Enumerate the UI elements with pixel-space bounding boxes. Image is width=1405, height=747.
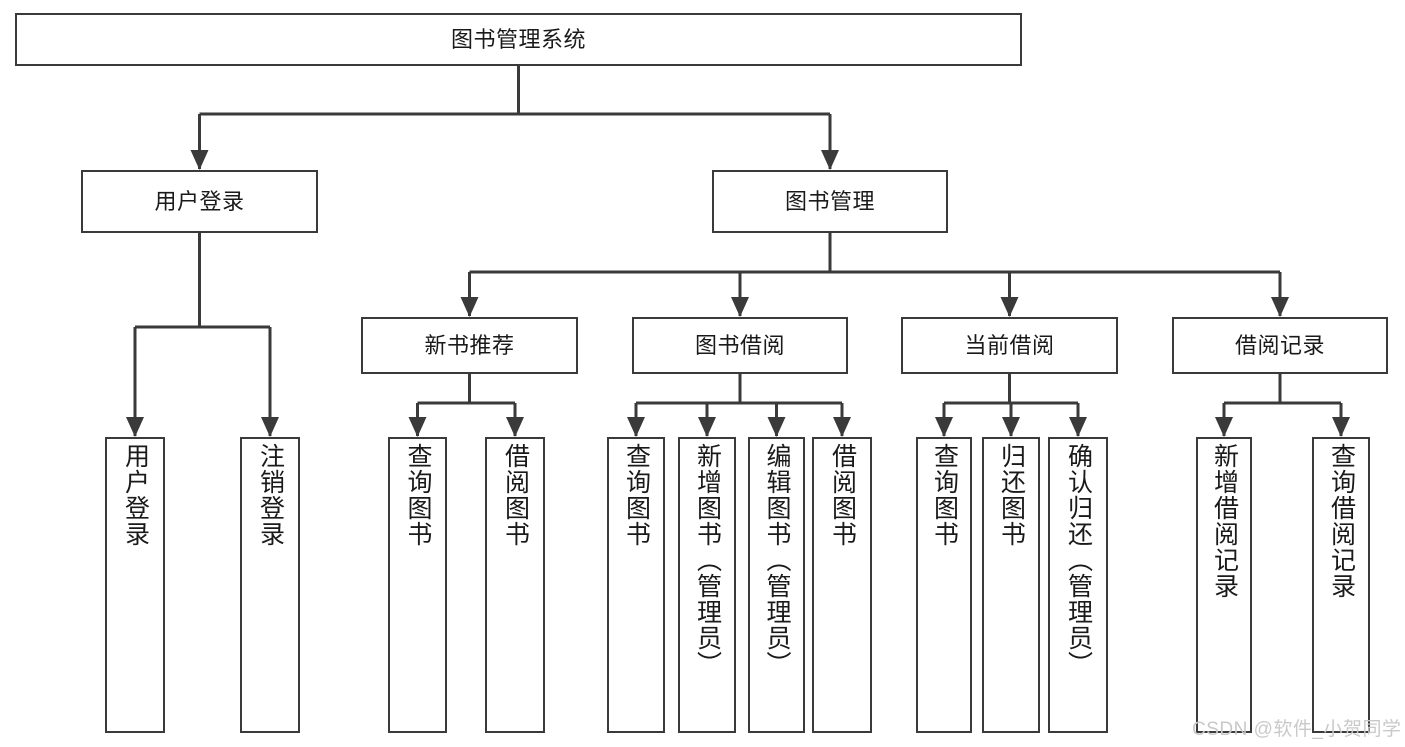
node-leaf-cu-confirm[interactable]: 确认归还（管理员） xyxy=(1048,437,1108,733)
node-leaf-user-login[interactable]: 用户登录 xyxy=(105,437,165,733)
node-label-leaf-cu-query: 查询图书 xyxy=(930,443,959,547)
node-leaf-bo-query[interactable]: 查询图书 xyxy=(607,437,665,733)
connector-arrowhead xyxy=(833,417,851,437)
connector-arrowhead xyxy=(1000,297,1019,317)
node-leaf-bo-borrow[interactable]: 借阅图书 xyxy=(812,437,872,733)
node-leaf-nb-query[interactable]: 查询图书 xyxy=(388,437,447,733)
node-label-records: 借阅记录 xyxy=(1234,332,1325,358)
node-label-leaf-user-logout: 注销登录 xyxy=(256,443,285,547)
connector-arrowhead xyxy=(1271,297,1289,317)
node-current[interactable]: 当前借阅 xyxy=(901,317,1118,374)
connector-arrowhead xyxy=(1002,417,1020,437)
connector-arrowhead xyxy=(126,417,144,437)
node-leaf-nb-borrow[interactable]: 借阅图书 xyxy=(485,437,545,733)
connector-arrowhead xyxy=(698,417,716,437)
node-label-borrow: 图书借阅 xyxy=(694,332,785,358)
node-newbook[interactable]: 新书推荐 xyxy=(361,317,578,374)
node-label-leaf-bo-query: 查询图书 xyxy=(622,443,651,547)
node-label-newbook: 新书推荐 xyxy=(424,332,515,358)
node-label-leaf-user-login: 用户登录 xyxy=(121,443,150,547)
connector-arrowhead xyxy=(261,417,279,437)
node-leaf-cu-query[interactable]: 查询图书 xyxy=(916,437,972,733)
connector-arrowhead xyxy=(408,417,427,437)
node-label-login: 用户登录 xyxy=(154,188,245,214)
connector-arrowhead xyxy=(190,150,209,170)
node-label-current: 当前借阅 xyxy=(964,332,1055,358)
node-label-leaf-bo-edit: 编辑图书（管理员） xyxy=(763,443,791,677)
connector-arrowhead xyxy=(506,417,524,437)
connector-arrowhead xyxy=(935,417,953,437)
node-label-leaf-nb-query: 查询图书 xyxy=(404,443,432,547)
connector-arrowhead xyxy=(731,297,749,317)
node-leaf-bo-add[interactable]: 新增图书（管理员） xyxy=(678,437,736,733)
node-leaf-rec-query[interactable]: 查询借阅记录 xyxy=(1312,437,1370,733)
connector-arrowhead xyxy=(821,150,839,170)
node-label-leaf-nb-borrow: 借阅图书 xyxy=(501,443,530,547)
node-records[interactable]: 借阅记录 xyxy=(1172,317,1388,374)
node-root[interactable]: 图书管理系统 xyxy=(15,13,1022,66)
node-label-leaf-bo-add: 新增图书（管理员） xyxy=(693,443,722,677)
connector-arrowhead xyxy=(767,417,786,437)
node-leaf-user-logout[interactable]: 注销登录 xyxy=(240,437,300,733)
node-label-bookmgmt: 图书管理 xyxy=(784,188,875,214)
node-leaf-cu-return[interactable]: 归还图书 xyxy=(982,437,1040,733)
node-label-leaf-cu-return: 归还图书 xyxy=(997,443,1026,547)
node-label-leaf-rec-add: 新增借阅记录 xyxy=(1210,443,1239,599)
node-label-leaf-cu-confirm: 确认归还（管理员） xyxy=(1064,443,1093,677)
connector-arrowhead xyxy=(1069,417,1087,437)
node-leaf-rec-add[interactable]: 新增借阅记录 xyxy=(1196,437,1252,733)
connector-arrowhead xyxy=(1332,417,1350,437)
node-login[interactable]: 用户登录 xyxy=(81,170,318,233)
connector-arrowhead xyxy=(627,417,645,437)
node-borrow[interactable]: 图书借阅 xyxy=(632,317,848,374)
node-label-root: 图书管理系统 xyxy=(450,26,586,52)
connector-arrowhead xyxy=(460,297,479,317)
node-label-leaf-bo-borrow: 借阅图书 xyxy=(828,443,857,547)
node-leaf-bo-edit[interactable]: 编辑图书（管理员） xyxy=(748,437,805,733)
node-bookmgmt[interactable]: 图书管理 xyxy=(712,170,948,233)
node-label-leaf-rec-query: 查询借阅记录 xyxy=(1327,443,1356,599)
connector-arrowhead xyxy=(1215,417,1233,437)
